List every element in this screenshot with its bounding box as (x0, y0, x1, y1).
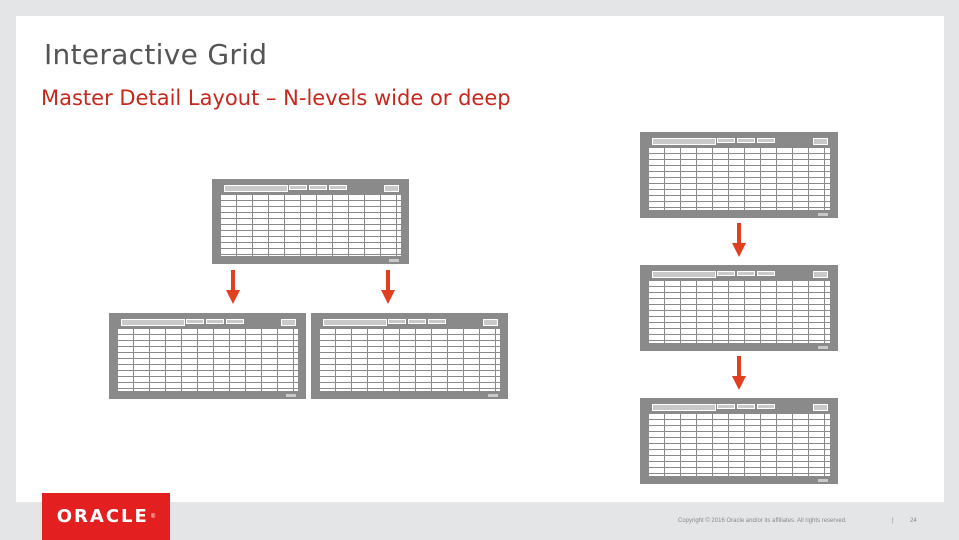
master-grid-thumbnail (212, 179, 409, 264)
arrow-down-icon (732, 223, 746, 257)
logo-text: ORACLE (56, 506, 149, 527)
slide-subtitle: Master Detail Layout – N-levels wide or … (41, 86, 511, 110)
level2-grid-thumbnail (640, 265, 838, 351)
detail-grid-thumbnail (311, 313, 508, 399)
copyright-notice: Copyright © 2016 Oracle and/or its affil… (678, 518, 847, 524)
arrow-down-icon (381, 270, 395, 304)
footer-separator: | (892, 518, 894, 524)
slide-title: Interactive Grid (44, 38, 268, 71)
arrow-down-icon (732, 356, 746, 390)
level3-grid-thumbnail (640, 398, 838, 484)
oracle-logo: ORACLE® (42, 493, 170, 540)
slide-canvas: Interactive Grid Master Detail Layout – … (16, 16, 944, 502)
level1-grid-thumbnail (640, 132, 838, 218)
arrow-down-icon (226, 270, 240, 304)
detail-grid-thumbnail (109, 313, 306, 399)
page-number: 24 (910, 518, 917, 524)
